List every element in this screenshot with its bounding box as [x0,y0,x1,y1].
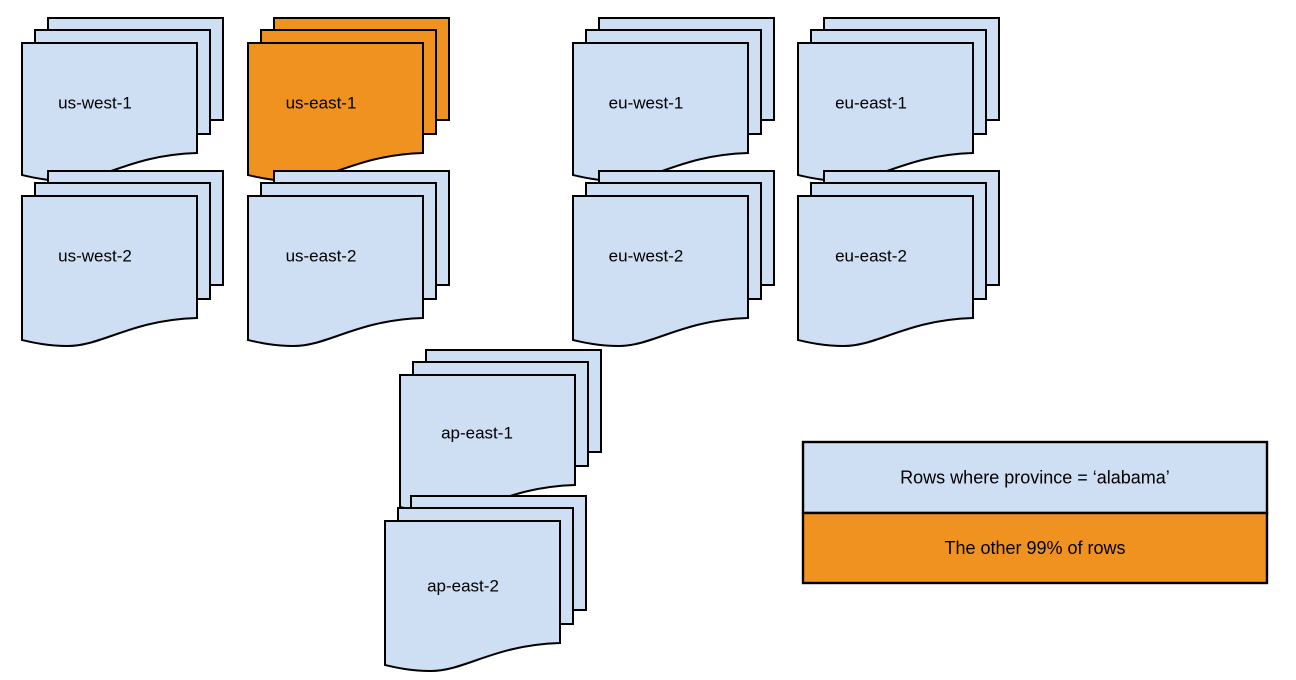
document-stack-us-east-1[interactable]: us-east-1 [247,17,450,183]
stack-label-eu-east-1: eu-east-1 [835,93,907,112]
legend-row-other-label: The other 99% of rows [944,538,1125,558]
legend-row-other-swatch [801,511,1269,585]
stack-label-eu-east-2: eu-east-2 [835,246,907,265]
document-stack-ap-east-1[interactable]: ap-east-1 [399,349,602,515]
document-stack-eu-west-2[interactable]: eu-west-2 [572,170,775,348]
document-stack-us-west-2[interactable]: us-west-2 [21,170,224,348]
stack-sheet-front [21,195,198,348]
document-stack-ap-east-2[interactable]: ap-east-2 [384,495,587,673]
legend-row-alabama-label: Rows where province = ‘alabama’ [900,467,1170,487]
stack-sheet-front [247,195,424,348]
stack-sheet-front [572,195,749,348]
stack-label-ap-east-1: ap-east-1 [441,423,513,442]
stack-label-us-east-2: us-east-2 [286,246,357,265]
document-stack-us-east-2[interactable]: us-east-2 [247,170,450,348]
document-stack-eu-east-2[interactable]: eu-east-2 [797,170,1000,348]
stack-label-eu-west-2: eu-west-2 [609,246,684,265]
stack-sheet-front [399,374,576,515]
document-stack-eu-east-1[interactable]: eu-east-1 [797,17,1000,183]
stack-label-us-west-1: us-west-1 [58,93,132,112]
stack-label-eu-west-1: eu-west-1 [609,93,684,112]
stack-label-us-east-1: us-east-1 [286,93,357,112]
stack-sheet-front [797,195,974,348]
stack-label-us-west-2: us-west-2 [58,246,132,265]
document-stack-eu-west-1[interactable]: eu-west-1 [572,17,775,183]
stack-label-ap-east-2: ap-east-2 [427,576,499,595]
stack-sheet-front [384,520,561,673]
document-stack-us-west-1[interactable]: us-west-1 [21,17,224,183]
legend: Rows where province = ‘alabama’ The other… [801,440,1269,585]
